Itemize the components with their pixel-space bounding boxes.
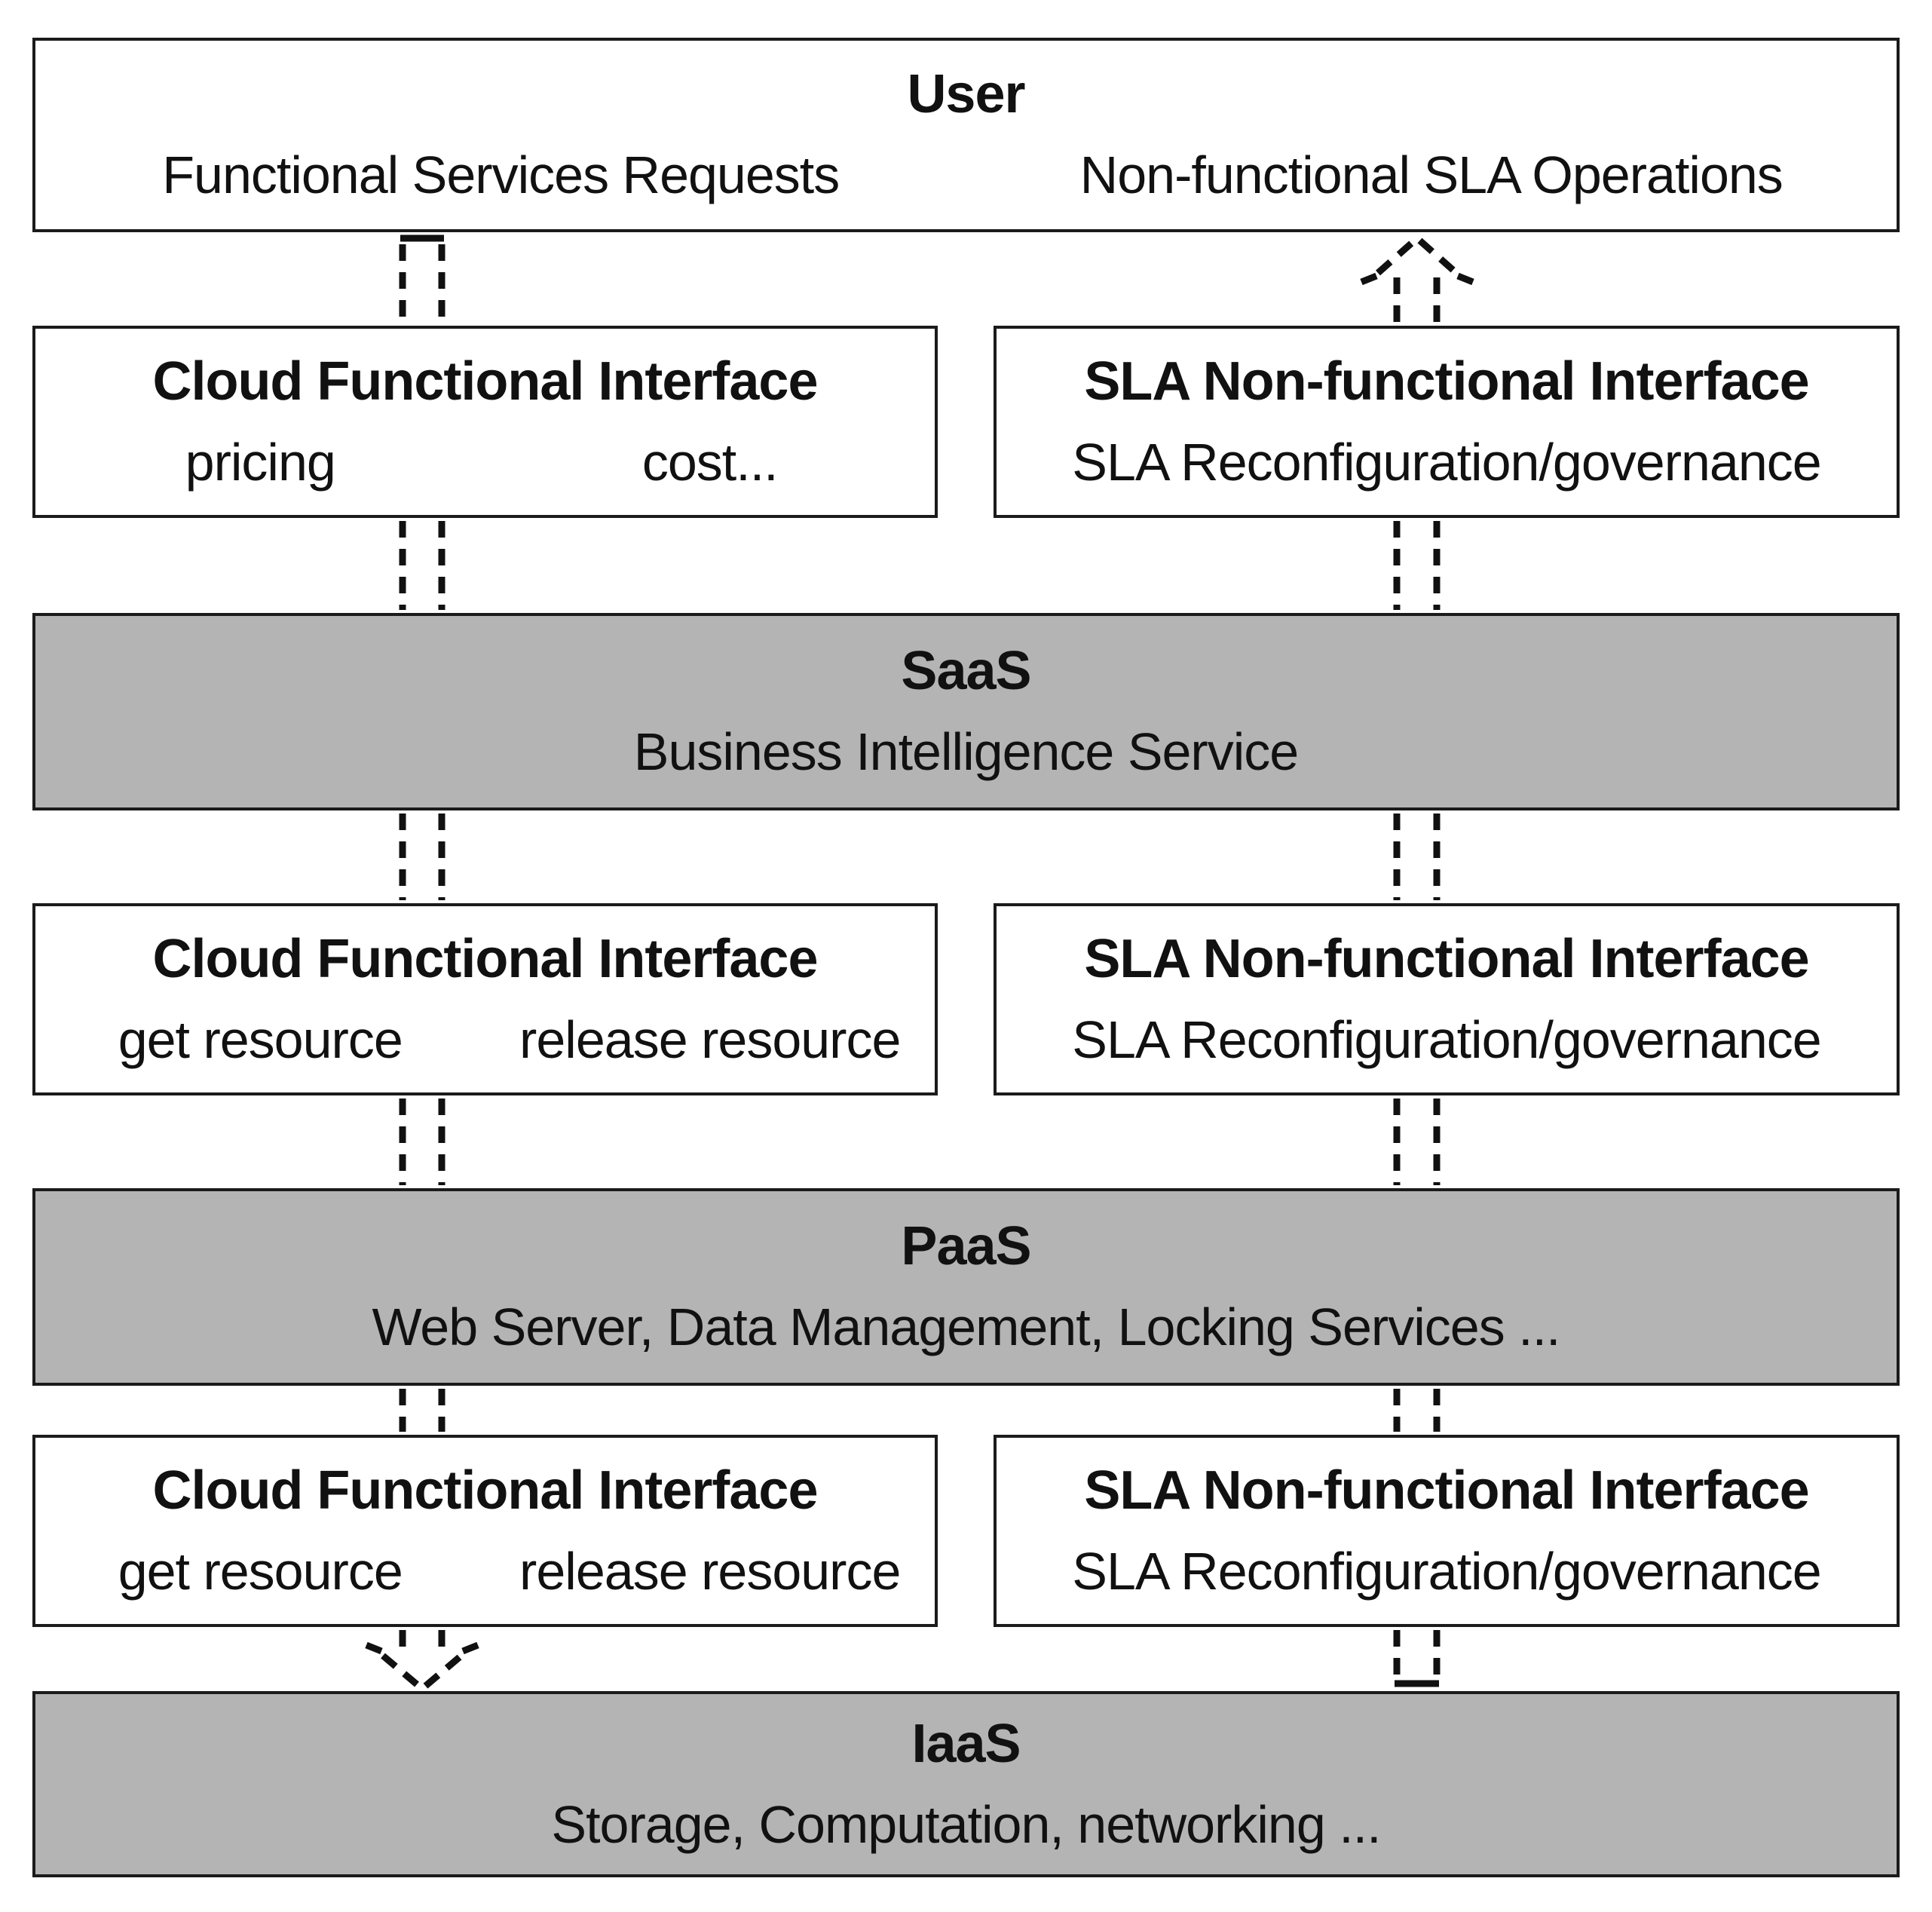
sla-non-functional-interface-box-1: SLA Non-functional Interface SLA Reconfi… (994, 326, 1900, 518)
iaas-layer-name: IaaS (911, 1713, 1021, 1774)
user-box-labels: Functional Services Requests Non-functio… (35, 148, 1897, 204)
non-functional-sla-operations-label: Non-functional SLA Operations (1079, 146, 1784, 205)
paas-layer-description: Web Server, Data Management, Locking Ser… (372, 1298, 1560, 1357)
cloud-functional-interface-operations: get resource release resource (35, 1541, 935, 1601)
saas-layer-name: SaaS (901, 641, 1031, 702)
saas-layer-bar: SaaS Business Intelligence Service (32, 613, 1900, 810)
cloud-functional-interface-title: Cloud Functional Interface (152, 351, 818, 412)
cloud-functional-interface-operations: get resource release resource (35, 1010, 935, 1069)
cloud-functional-interface-box-3: Cloud Functional Interface get resource … (32, 1435, 938, 1627)
user-box-title: User (907, 64, 1025, 125)
sla-reconfiguration-label: SLA Reconfiguration/governance (1072, 1541, 1821, 1601)
operation-label: pricing (185, 432, 336, 492)
sla-reconfiguration-label: SLA Reconfiguration/governance (1072, 432, 1821, 492)
operation-label: release resource (519, 1010, 901, 1069)
cloud-functional-interface-title: Cloud Functional Interface (152, 928, 818, 989)
operation-label: get resource (118, 1010, 403, 1069)
sla-non-functional-interface-title: SLA Non-functional Interface (1084, 351, 1809, 412)
user-box: User Functional Services Requests Non-fu… (32, 38, 1900, 232)
iaas-layer-bar: IaaS Storage, Computation, networking ..… (32, 1691, 1900, 1877)
sla-non-functional-interface-box-2: SLA Non-functional Interface SLA Reconfi… (994, 903, 1900, 1095)
operation-label: cost... (641, 432, 779, 492)
saas-layer-description: Business Intelligence Service (633, 722, 1299, 782)
cloud-functional-interface-box-2: Cloud Functional Interface get resource … (32, 903, 938, 1095)
paas-layer-bar: PaaS Web Server, Data Management, Lockin… (32, 1188, 1900, 1386)
iaas-layer-description: Storage, Computation, networking ... (551, 1794, 1381, 1854)
sla-non-functional-interface-title: SLA Non-functional Interface (1084, 1460, 1809, 1521)
sla-non-functional-interface-box-3: SLA Non-functional Interface SLA Reconfi… (994, 1435, 1900, 1627)
cloud-functional-interface-box-1: Cloud Functional Interface pricing cost.… (32, 326, 938, 518)
sla-reconfiguration-label: SLA Reconfiguration/governance (1072, 1010, 1821, 1069)
cloud-functional-interface-operations: pricing cost... (35, 432, 935, 492)
cloud-functional-interface-title: Cloud Functional Interface (152, 1460, 818, 1521)
sla-non-functional-interface-title: SLA Non-functional Interface (1084, 928, 1809, 989)
functional-services-requests-label: Functional Services Requests (162, 146, 840, 205)
operation-label: get resource (118, 1541, 403, 1601)
operation-label: release resource (519, 1541, 901, 1601)
paas-layer-name: PaaS (901, 1216, 1031, 1277)
